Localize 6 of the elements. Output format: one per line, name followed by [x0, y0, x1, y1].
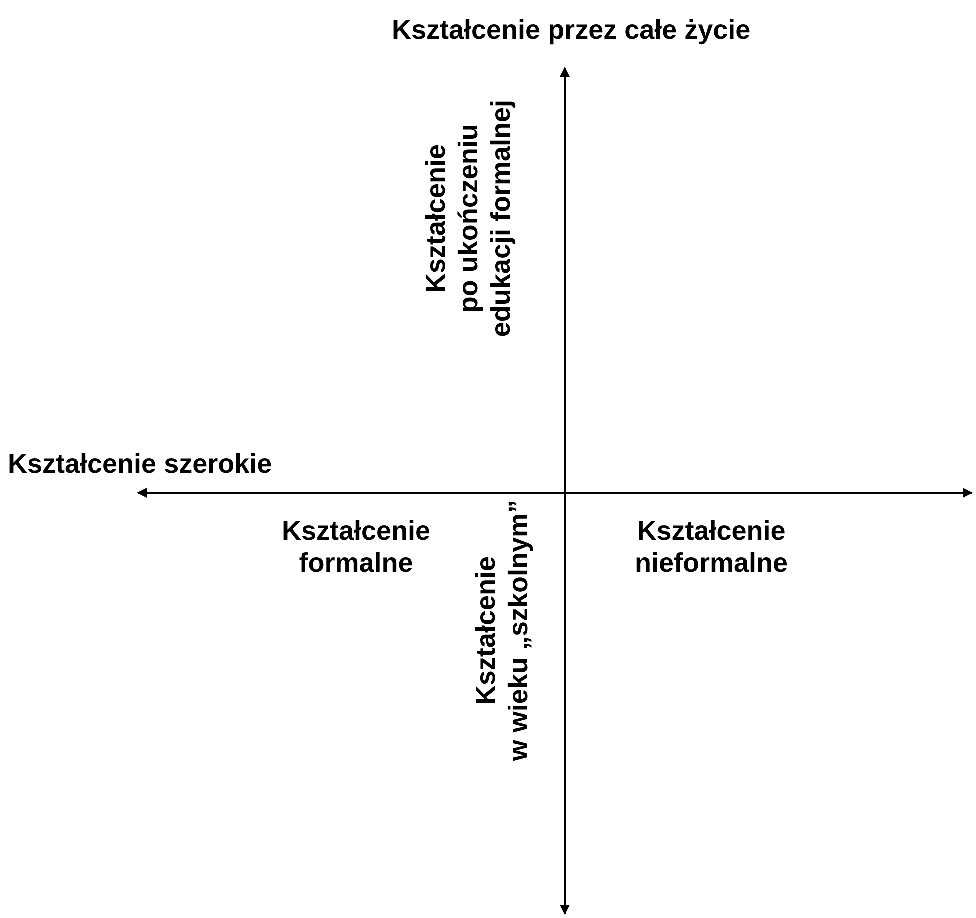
- axis-label: Kształcenie przez całe życie: [392, 14, 751, 46]
- axis-label: Kształcenie szerokie: [8, 448, 272, 480]
- quadrant-label: Kształcenie nieformalne: [635, 515, 788, 580]
- quadrant-label: Kształcenie w wieku „szkolnym”: [470, 500, 534, 762]
- quadrant-label: Kształcenie formalne: [282, 515, 431, 580]
- quadrant-label: Kształcenie po ukończeniu edukacji formalnej: [420, 100, 517, 338]
